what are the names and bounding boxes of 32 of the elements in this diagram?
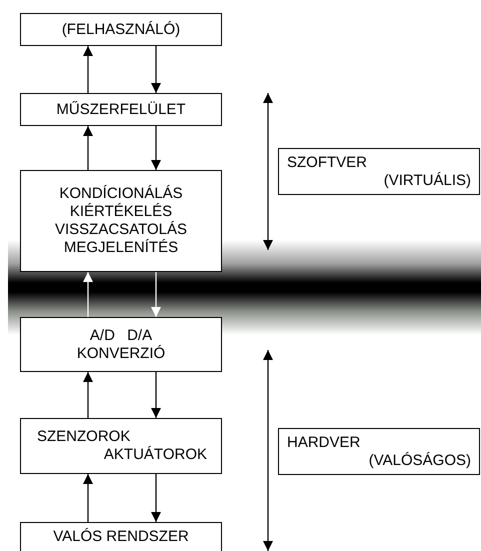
process-box [278, 148, 480, 195]
arrow [151, 474, 161, 522]
box-label: AKTUÁTOROK [102, 446, 207, 464]
box-label: (VALÓSÁGOS) [368, 452, 471, 470]
box-label: SZOFTVER [287, 154, 368, 172]
arrow [151, 126, 161, 170]
box-label: MŰSZERFELÜLET [55, 100, 187, 118]
box-label: HARDVER [287, 434, 362, 452]
arrow [151, 272, 161, 317]
box-label: VALÓS RENDSZER [52, 528, 190, 546]
box-label: KONVERZIÓ [76, 344, 166, 362]
arrow [83, 46, 93, 93]
arrow [151, 372, 161, 418]
box-label: (FELHASZNÁLÓ) [60, 20, 182, 38]
process-box [20, 93, 222, 126]
arrow [151, 46, 161, 93]
box-label: KONDÍCIONÁLÁS [58, 185, 184, 203]
box-label: KIÉRTÉKELÉS [68, 203, 174, 221]
process-box [20, 13, 222, 46]
arrow [83, 474, 93, 522]
box-label: MEGJELENÍTÉS [62, 239, 180, 257]
box-label: A/D D/A [88, 326, 154, 344]
box-label: VISSZACSATOLÁS [54, 221, 188, 239]
arrow [83, 126, 93, 170]
process-box [278, 428, 480, 475]
process-box [20, 418, 222, 474]
box-label: (VIRTUÁLIS) [382, 172, 471, 190]
arrow [83, 272, 93, 317]
arrow [83, 372, 93, 418]
box-label: SZENZOROK [37, 428, 132, 446]
process-box [20, 317, 222, 372]
process-box [20, 170, 222, 272]
